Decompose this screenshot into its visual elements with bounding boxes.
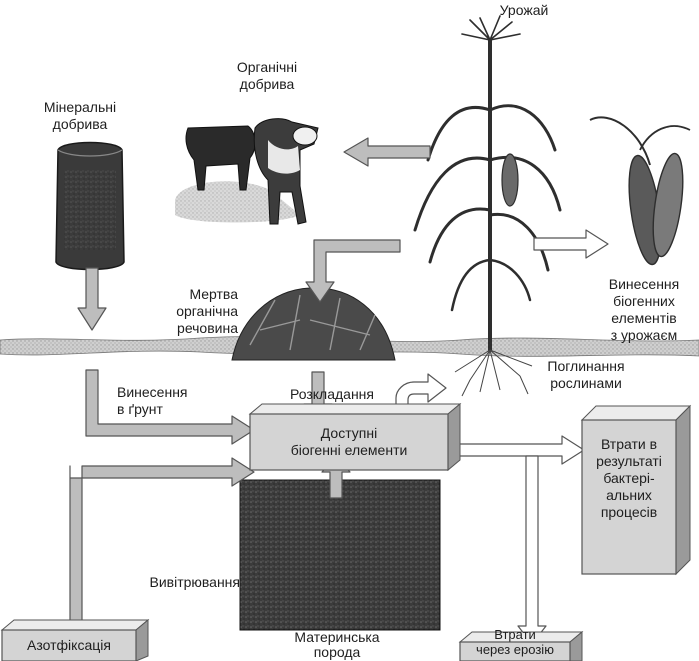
corn-plant-icon	[415, 16, 560, 350]
arrow-mineral-down	[78, 268, 106, 330]
arrow-nitrogen-fixation	[70, 458, 254, 624]
label-parent-rock: Материнська порода	[282, 630, 392, 660]
label-organic-fertilizers: Органічні добрива	[222, 59, 312, 93]
label-available-nutrients: Доступні біогенні елементи	[250, 425, 448, 459]
roots-icon	[455, 350, 532, 396]
arrow-erosion-losses	[518, 456, 546, 644]
parent-rock-block	[240, 480, 440, 630]
arrow-bacterial-losses	[454, 436, 584, 464]
label-harvest: Урожай	[494, 2, 554, 19]
label-decomposition: Розкладання	[282, 386, 382, 403]
label-nitrogen-fixation: Азотфіксація	[2, 637, 136, 654]
arrow-removal-with-harvest	[534, 230, 608, 258]
label-mineral-fertilizers: Мінеральні добрива	[30, 99, 130, 133]
label-bacterial-losses: Втрати в результаті бактері- альних проц…	[584, 436, 674, 521]
dead-organic-matter-pile	[232, 288, 395, 360]
arrow-harvest-to-organic	[344, 138, 430, 166]
label-dead-organic-matter: Мертва органічна речовина	[148, 286, 238, 337]
label-weathering: Вивітрювання	[112, 574, 240, 591]
label-plant-uptake: Поглинання рослинами	[530, 358, 642, 392]
label-erosion-losses: Втрати через ерозію	[460, 627, 570, 657]
label-input-to-soil: Винесення в ґрунт	[117, 384, 227, 418]
fertilizer-sack-icon	[56, 143, 124, 270]
label-removal-with-harvest: Винесення біогенних елементів з урожаєм	[592, 276, 696, 344]
arrow-residue-to-pile	[306, 240, 400, 302]
cattle-icon	[175, 119, 318, 224]
